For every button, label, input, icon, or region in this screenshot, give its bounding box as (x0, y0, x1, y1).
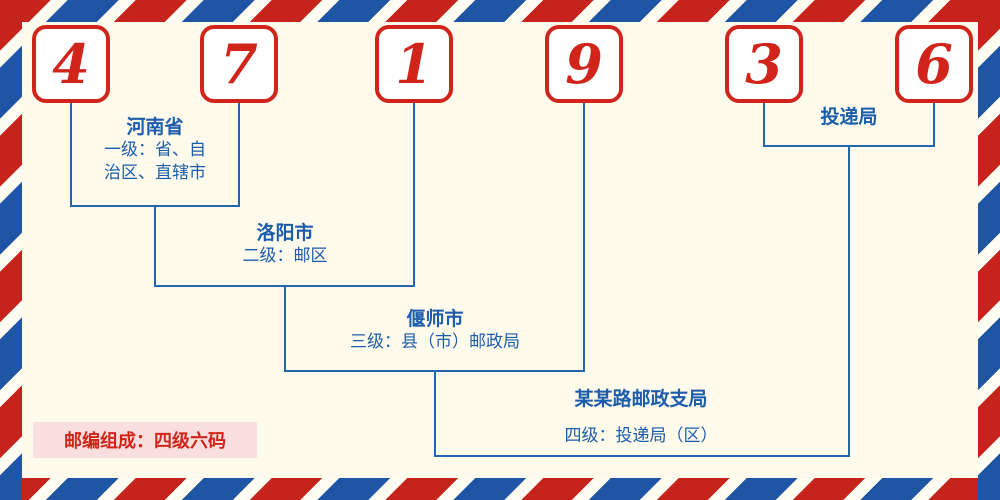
level3-label: 偃师市 三级：县（市）邮政局 (286, 308, 584, 354)
envelope-panel (19, 19, 981, 481)
airmail-border-bottom (0, 478, 1000, 500)
digit-box-5: 3 (725, 25, 803, 103)
level3-right-line (583, 103, 585, 372)
delivery-office-text: 投递局 (820, 106, 878, 128)
level4-label: 某某路邮政支局 四级：投递局（区） (436, 388, 846, 448)
level1-desc-line2: 治区、直辖市 (104, 163, 206, 183)
digit-box-3: 1 (375, 25, 453, 103)
level1-right-line (238, 103, 240, 207)
footer-text: 邮编组成：四级六码 (64, 431, 226, 452)
digit-box-1: 4 (32, 25, 110, 103)
level2-left-line (154, 205, 156, 287)
level1-label: 河南省 一级：省、自 治区、直辖市 (72, 116, 238, 185)
level2-right-line (413, 103, 415, 287)
level2-name: 洛阳市 (256, 222, 314, 244)
level1-name: 河南省 (126, 116, 184, 138)
digit-box-6: 6 (895, 25, 973, 103)
level3-left-line (284, 285, 286, 372)
level4-bottom-line (434, 455, 850, 457)
level4-desc: 四级：投递局（区） (564, 426, 718, 446)
level1-left-line (70, 103, 72, 207)
level4-name: 某某路邮政支局 (574, 388, 708, 410)
delivery-office-label: 投递局 (765, 106, 933, 129)
level2-label: 洛阳市 二级：邮区 (156, 222, 414, 268)
level2-desc: 二级：邮区 (242, 246, 328, 266)
digit-box-2: 7 (200, 25, 278, 103)
delivery-right-line (933, 103, 935, 147)
level1-desc-line1: 一级：省、自 (104, 140, 206, 160)
level4-right-line (848, 145, 850, 457)
airmail-border-left (0, 0, 22, 500)
level3-name: 偃师市 (406, 308, 464, 330)
airmail-border-right (978, 0, 1000, 500)
delivery-left-line (763, 103, 765, 147)
level4-left-line (434, 370, 436, 457)
digit-box-4: 9 (545, 25, 623, 103)
level3-desc: 三级：县（市）邮政局 (350, 332, 520, 352)
postal-code-composition-tag: 邮编组成：四级六码 (33, 422, 257, 458)
airmail-border-top (0, 0, 1000, 22)
